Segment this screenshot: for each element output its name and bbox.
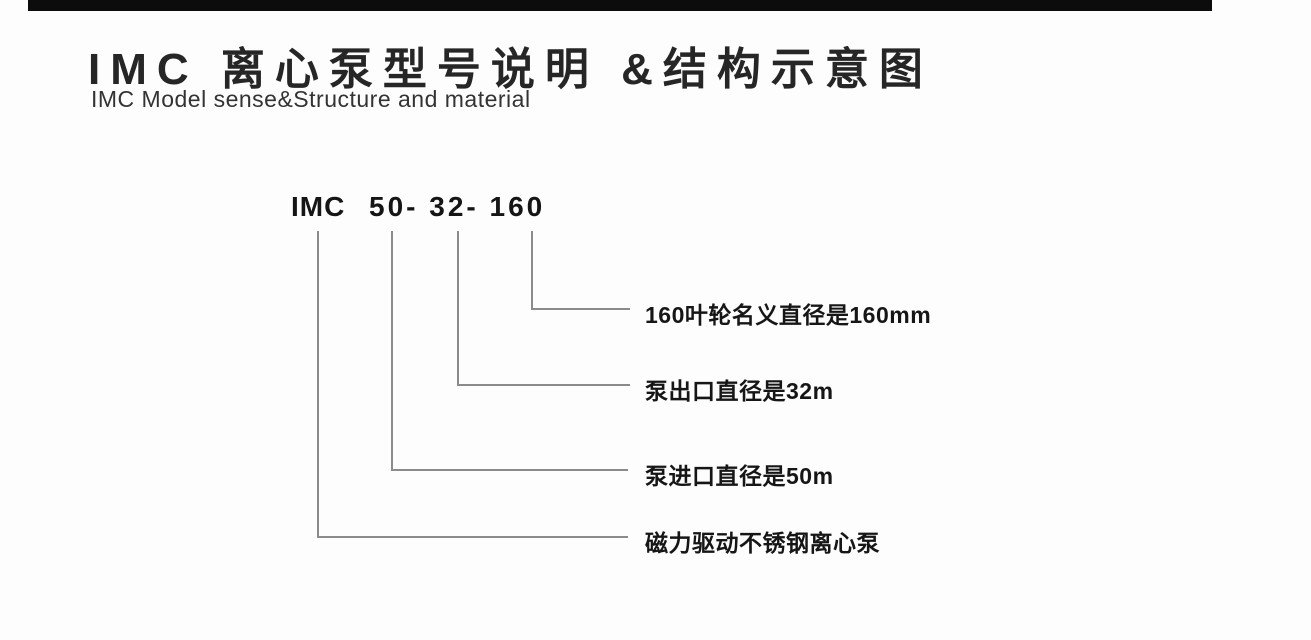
model-code-prefix: IMC bbox=[291, 191, 346, 222]
page-subtitle: IMC Model sense&Structure and material bbox=[91, 86, 531, 112]
model-code-number: 50- 32- 160 bbox=[369, 191, 546, 222]
annotation-pump-series: 磁力驱动不锈钢离心泵 bbox=[645, 530, 880, 556]
top-edge-bar bbox=[28, 0, 1212, 11]
annotation-outlet-diameter: 泵出口直径是32m bbox=[645, 378, 834, 404]
annotation-inlet-diameter: 泵进口直径是50m bbox=[645, 463, 834, 489]
page-title: IMC 离心泵型号说明 &结构示意图 bbox=[88, 45, 933, 94]
leader-line-impeller-diameter bbox=[531, 231, 630, 310]
leader-line-pump-series bbox=[317, 231, 628, 538]
annotation-impeller-diameter: 160叶轮名义直径是160mm bbox=[645, 302, 932, 328]
leader-line-inlet-diameter bbox=[391, 231, 628, 471]
leader-line-outlet-diameter bbox=[457, 231, 630, 386]
